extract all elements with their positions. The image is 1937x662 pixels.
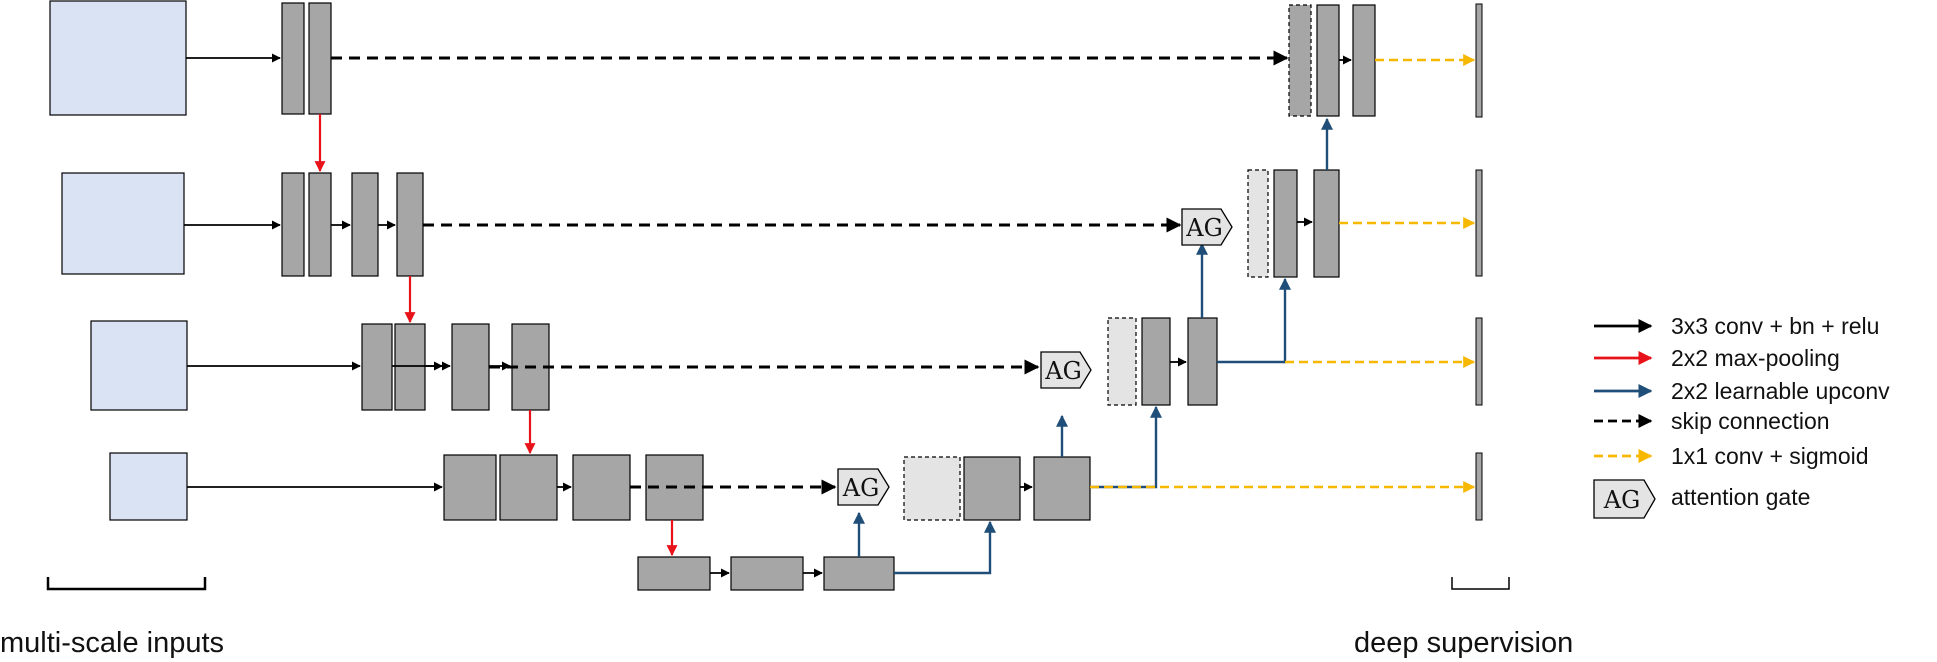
feature-map xyxy=(963,456,1021,521)
legend-text-conv: 3x3 conv + bn + relu xyxy=(1671,313,1879,339)
inputs-label: multi-scale inputs xyxy=(0,627,224,659)
feature-map xyxy=(1313,169,1340,278)
ag-label: AG xyxy=(1603,486,1641,514)
gated-feature-map xyxy=(903,456,961,521)
inputs-bracket xyxy=(46,577,207,591)
feature-map xyxy=(443,454,497,521)
input-image xyxy=(61,172,185,275)
feature-map xyxy=(396,172,424,277)
output-map xyxy=(1475,169,1483,277)
legend-text-upconv: 2x2 learnable upconv xyxy=(1671,378,1890,404)
upconv-arrow xyxy=(1090,405,1162,489)
supervision-outputs xyxy=(1475,3,1483,521)
gated-feature-map xyxy=(1107,317,1137,406)
feature-map xyxy=(1141,317,1171,406)
feature-map xyxy=(1316,4,1340,117)
input-image xyxy=(90,320,188,411)
legend: 3x3 conv + bn + relu 2x2 max-pooling 2x2 l… xyxy=(1593,313,1890,519)
feature-map xyxy=(308,172,332,277)
feature-map xyxy=(823,556,895,591)
input-image xyxy=(49,0,187,116)
ag-label: AG xyxy=(1044,357,1082,385)
feature-maps xyxy=(281,2,1376,591)
output-map xyxy=(1475,3,1483,118)
legend-text-skip: skip connection xyxy=(1671,408,1830,434)
feature-map xyxy=(451,323,490,411)
feature-map xyxy=(572,454,631,521)
feature-map xyxy=(351,172,379,277)
feature-map xyxy=(1352,4,1376,117)
supervision-label: deep supervision xyxy=(1354,627,1573,659)
feature-map xyxy=(499,454,558,521)
input-image xyxy=(109,452,188,521)
attention-gate xyxy=(837,468,890,506)
feature-map xyxy=(394,323,426,411)
output-map xyxy=(1475,452,1483,521)
upconv-arrow xyxy=(894,520,996,575)
ag-label: AG xyxy=(1185,214,1223,242)
feature-map xyxy=(281,172,305,277)
multi-scale-inputs xyxy=(49,0,188,521)
output-map xyxy=(1475,317,1483,406)
attention-gates: AG AG AG xyxy=(837,208,1233,506)
attention-gate xyxy=(1181,208,1233,246)
ag-label: AG xyxy=(842,474,880,502)
feature-map xyxy=(308,2,332,115)
feature-map xyxy=(1187,317,1218,406)
feature-map xyxy=(1033,456,1091,521)
gated-feature-map xyxy=(1247,169,1269,278)
connections xyxy=(184,50,1476,578)
feature-map xyxy=(281,2,305,115)
feature-map xyxy=(637,556,711,591)
legend-text-sigmoid: 1x1 conv + sigmoid xyxy=(1671,443,1869,469)
feature-map xyxy=(730,556,804,591)
attention-gate xyxy=(1040,351,1092,389)
upconv-arrow xyxy=(1217,277,1291,364)
gated-feature-map xyxy=(1288,4,1312,117)
feature-map xyxy=(1273,169,1298,278)
supervision-bracket xyxy=(1451,577,1510,590)
feature-map xyxy=(361,323,393,411)
legend-text-ag: attention gate xyxy=(1671,484,1810,510)
legend-ag-symbol xyxy=(1593,479,1656,519)
legend-text-pool: 2x2 max-pooling xyxy=(1671,345,1840,371)
